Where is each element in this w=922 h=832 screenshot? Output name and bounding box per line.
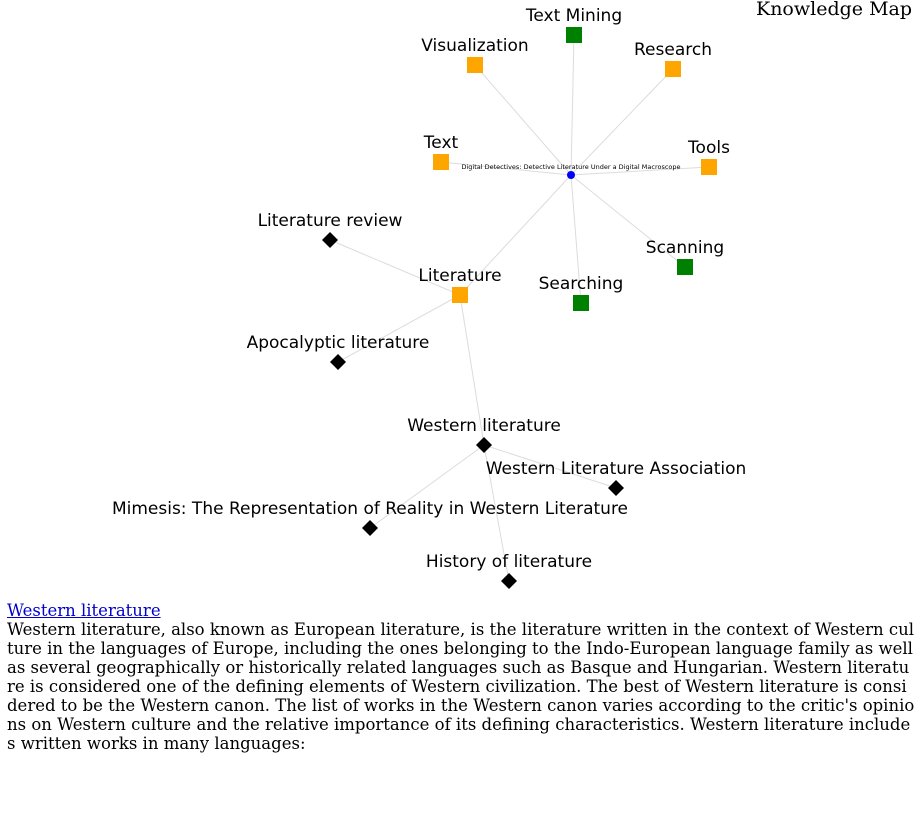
edge-western-literature-western-literature-association: [483, 444, 617, 489]
scanning-label: Scanning: [646, 238, 724, 258]
visualization-marker[interactable]: [467, 57, 483, 73]
literature-label: Literature: [418, 266, 501, 286]
text-label: Text: [423, 133, 459, 153]
detail-description: Western literature, also known as Europe…: [7, 620, 915, 753]
western-literature-label: Western literature: [407, 416, 561, 436]
literature-marker[interactable]: [452, 287, 468, 303]
knowledge-graph: Digital Detectives: Detective Literature…: [112, 6, 746, 589]
text-mining-label: Text Mining: [525, 6, 622, 26]
graph-edges: [329, 34, 710, 582]
node-scanning[interactable]: Scanning: [646, 238, 724, 275]
edge-literature-western-literature: [459, 294, 485, 446]
detail-link[interactable]: Western literature: [7, 601, 161, 620]
tools-marker[interactable]: [701, 159, 717, 175]
research-marker[interactable]: [665, 61, 681, 77]
edge-literature-apocalyptic-literature: [337, 294, 461, 363]
node-literature[interactable]: Literature: [418, 266, 502, 303]
node-text[interactable]: Text: [423, 133, 459, 170]
western-literature-association-label: Western Literature Association: [486, 459, 747, 479]
edge-center-scanning: [570, 174, 686, 268]
node-western-literature-association[interactable]: Western Literature Association: [486, 459, 747, 496]
western-literature-marker[interactable]: [476, 437, 492, 453]
edge-literature-literature-review: [329, 239, 461, 296]
text-marker[interactable]: [433, 154, 449, 170]
edge-western-literature-history-of-literature: [483, 444, 510, 582]
node-tools[interactable]: Tools: [687, 138, 730, 175]
edge-center-visualization: [474, 64, 572, 176]
edge-western-literature-mimesis: [369, 444, 485, 529]
apocalyptic-literature-label: Apocalyptic literature: [247, 333, 430, 353]
node-history-of-literature[interactable]: History of literature: [426, 552, 592, 589]
text-mining-marker[interactable]: [566, 27, 582, 43]
node-visualization[interactable]: Visualization: [421, 36, 529, 73]
node-searching[interactable]: Searching: [539, 274, 624, 311]
tools-label: Tools: [687, 138, 730, 158]
mimesis-label: Mimesis: The Representation of Reality i…: [112, 499, 628, 519]
literature-review-label: Literature review: [258, 211, 403, 231]
map-title: Knowledge Map: [756, 0, 913, 20]
node-research[interactable]: Research: [634, 40, 712, 77]
apocalyptic-literature-marker[interactable]: [330, 354, 346, 370]
mimesis-marker[interactable]: [362, 520, 378, 536]
node-apocalyptic-literature[interactable]: Apocalyptic literature: [247, 333, 430, 370]
center-node[interactable]: Digital Detectives: Detective Literature…: [461, 163, 681, 179]
edge-center-research: [570, 68, 674, 176]
edge-center-searching: [570, 174, 582, 304]
research-label: Research: [634, 40, 712, 60]
searching-marker[interactable]: [573, 295, 589, 311]
history-of-literature-label: History of literature: [426, 552, 592, 572]
western-literature-association-marker[interactable]: [608, 480, 624, 496]
detail-panel: Western literature Western literature, a…: [7, 601, 917, 753]
center-node-dot[interactable]: [567, 171, 575, 179]
node-mimesis[interactable]: Mimesis: The Representation of Reality i…: [112, 499, 628, 536]
searching-label: Searching: [539, 274, 624, 294]
visualization-label: Visualization: [421, 36, 528, 56]
edge-center-text-mining: [570, 34, 575, 176]
edge-center-tools: [570, 166, 710, 176]
scanning-marker[interactable]: [677, 259, 693, 275]
literature-review-marker[interactable]: [322, 232, 338, 248]
edge-center-text: [440, 161, 572, 176]
history-of-literature-marker[interactable]: [501, 573, 517, 589]
node-literature-review[interactable]: Literature review: [258, 211, 403, 248]
center-node-label: Digital Detectives: Detective Literature…: [461, 163, 680, 171]
node-text-mining[interactable]: Text Mining: [525, 6, 622, 43]
edge-center-literature: [459, 174, 572, 296]
graph-nodes: Digital Detectives: Detective Literature…: [112, 6, 746, 589]
node-western-literature[interactable]: Western literature: [407, 416, 561, 453]
